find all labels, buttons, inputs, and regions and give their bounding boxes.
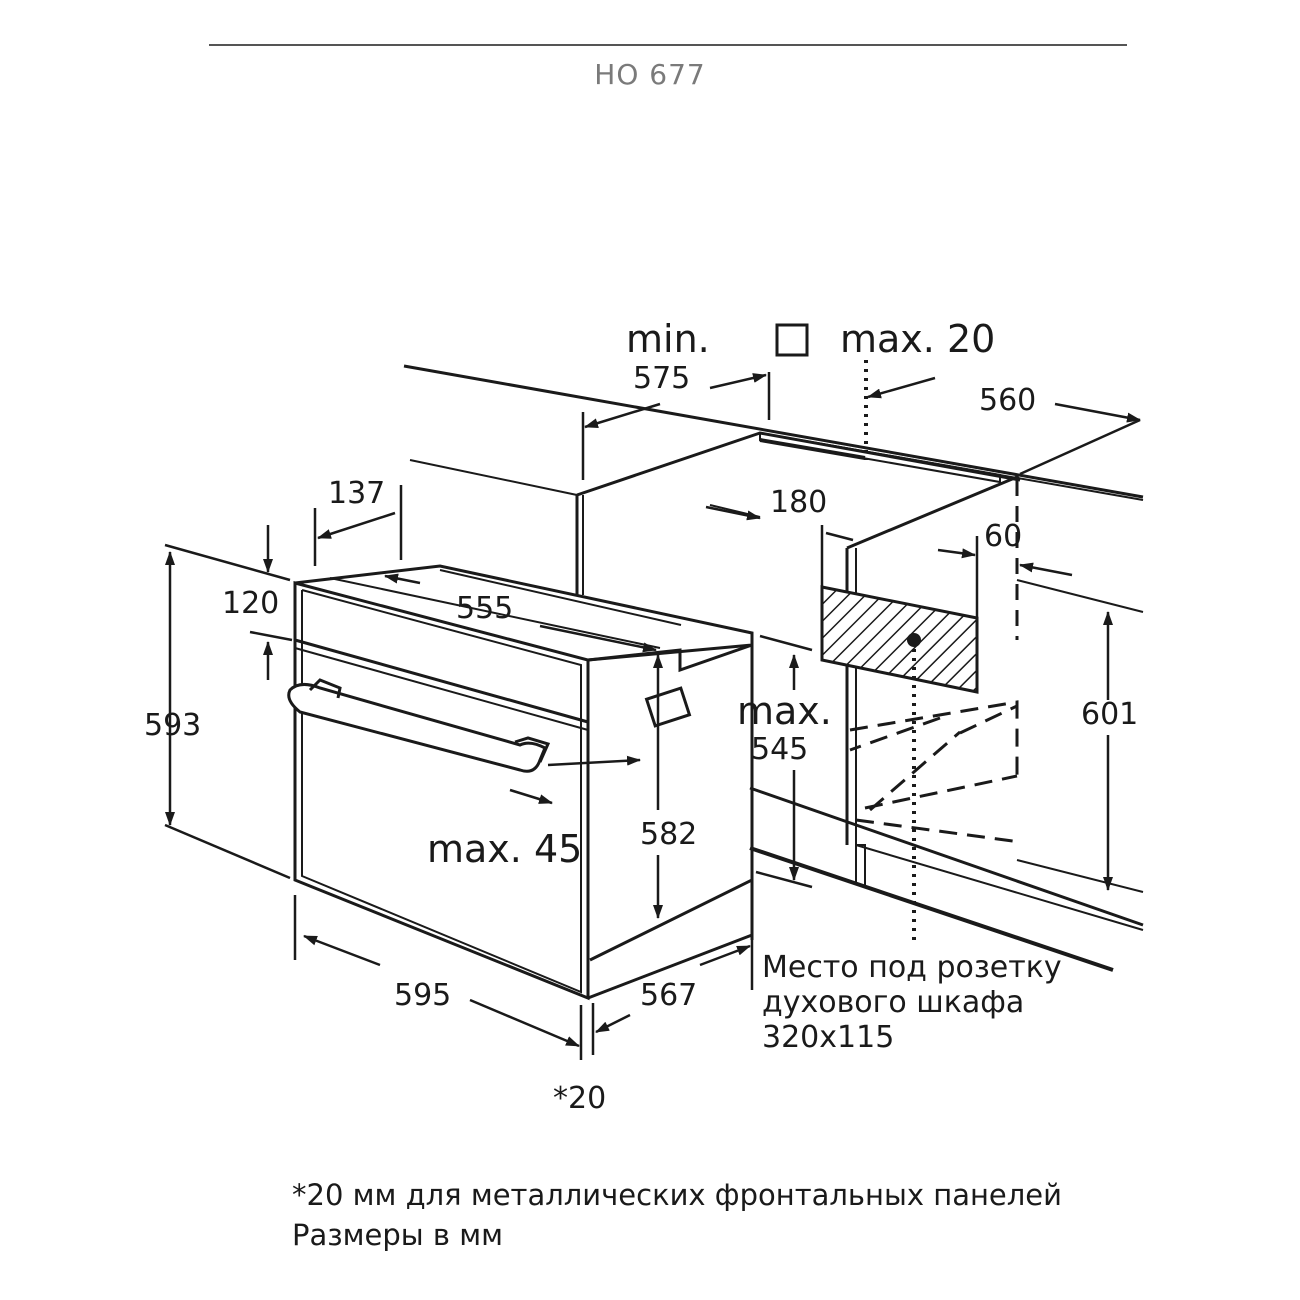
socket-note-line3: 320x115	[762, 1020, 894, 1055]
label-60: 60	[984, 519, 1022, 554]
label-max-20: max. 20	[840, 317, 995, 361]
label-545: 545	[751, 732, 808, 767]
oven-side	[587, 642, 754, 962]
footer-note: *20 мм для металлических фронтальных пан…	[292, 1178, 1063, 1212]
model-title: HO 677	[594, 58, 706, 91]
label-120: 120	[222, 586, 279, 621]
cabinet-right-panel	[846, 475, 1022, 550]
label-max: max.	[737, 689, 832, 733]
label-567: 567	[640, 978, 697, 1013]
cabinet-niche	[403, 364, 1144, 972]
label-180: 180	[770, 485, 827, 520]
socket-guide-dotted	[864, 360, 916, 945]
socket-note-line2: духового шкафа	[762, 985, 1024, 1020]
dimension-lines	[164, 372, 1141, 1060]
label-582: 582	[640, 817, 697, 852]
header-rule	[209, 44, 1127, 46]
top-vent-slot	[759, 431, 1001, 484]
label-601: 601	[1081, 697, 1138, 732]
countertop-front-edge	[403, 364, 1144, 499]
dimension-labels: min. 575 max. 20 560 137 180 60 593 120 …	[144, 317, 1138, 1116]
oven-top	[294, 564, 754, 662]
cabinet-floor-line	[749, 786, 1144, 927]
side-bracket	[644, 686, 692, 728]
label-593: 593	[144, 708, 201, 743]
socket-area	[820, 585, 979, 694]
control-panel-divider	[294, 638, 589, 724]
max20-square-icon	[775, 323, 809, 357]
label-560: 560	[979, 383, 1036, 418]
oven-body	[287, 564, 754, 1001]
footer-units: Размеры в мм	[292, 1218, 503, 1252]
oven-front	[293, 581, 590, 1001]
label-max-45: max. 45	[427, 827, 582, 871]
socket-note-line1: Место под розетку	[762, 950, 1062, 985]
label-575: 575	[633, 361, 690, 396]
niche-dashed-outline	[849, 700, 1021, 844]
label-min: min.	[626, 317, 710, 361]
label-asterisk-20: *20	[553, 1081, 606, 1116]
label-595: 595	[394, 978, 451, 1013]
label-137: 137	[328, 476, 385, 511]
label-555: 555	[456, 591, 513, 626]
